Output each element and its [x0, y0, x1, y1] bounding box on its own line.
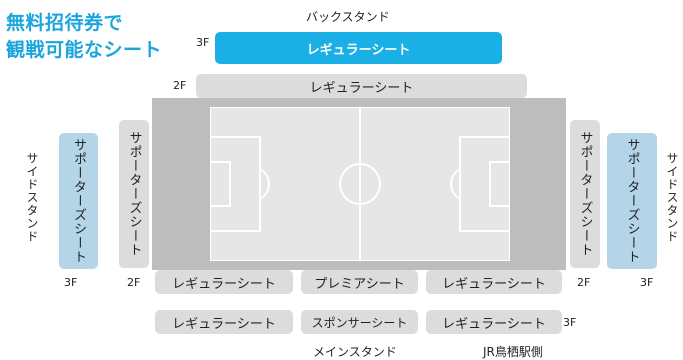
center-circle — [339, 163, 381, 205]
page-title: 無料招待券で 観戦可能なシート — [6, 10, 206, 64]
main-2f-regular-seat-left: レギュラーシート — [155, 270, 293, 294]
left-penalty-arc — [259, 168, 270, 200]
left-2f-supporters-seat-label: サポーターズシート — [126, 131, 142, 257]
left-2f-supporters-seat: サポーターズシート — [119, 120, 149, 268]
right-3f-supporters-seat-label: サポーターズシート — [624, 138, 640, 264]
main-3f-regular-seat-left: レギュラーシート — [155, 310, 293, 334]
title-line-1: 無料招待券で — [6, 12, 124, 34]
main-2f-premier-seat: プレミアシート — [301, 270, 418, 294]
main-2f-regular-seat-right: レギュラーシート — [426, 270, 562, 294]
station-side-label: JR鳥栖駅側 — [483, 345, 543, 359]
right-penalty-arc — [450, 168, 461, 200]
right-goal-area — [489, 161, 510, 207]
main-3f-regular-seat-right: レギュラーシート — [426, 310, 562, 334]
left-goal-area — [210, 161, 231, 207]
left-penalty-area — [210, 136, 261, 232]
back-3f-floor-label: 3F — [196, 36, 210, 49]
left-side-stand-label: サイドスタンド — [25, 152, 39, 243]
left-3f-supporters-seat-label: サポーターズシート — [71, 138, 86, 264]
right-2f-floor-label: 2F — [577, 276, 591, 289]
back-2f-floor-label: 2F — [173, 79, 187, 92]
right-2f-supporters-seat-label: サポーターズシート — [577, 131, 593, 257]
title-line-2: 観戦可能なシート — [6, 39, 163, 61]
back-2f-regular-seat: レギュラーシート — [196, 74, 527, 98]
left-3f-floor-label: 3F — [64, 276, 78, 289]
right-2f-supporters-seat: サポーターズシート — [570, 120, 600, 268]
right-side-stand-label: サイドスタンド — [665, 152, 679, 243]
back-3f-regular-seat: レギュラーシート — [215, 32, 502, 64]
soccer-pitch — [210, 107, 510, 261]
left-3f-supporters-seat: サポーターズシート — [59, 133, 98, 269]
right-3f-floor-label: 3F — [640, 276, 654, 289]
right-3f-supporters-seat: サポーターズシート — [607, 133, 657, 269]
back-stand-label: バックスタンド — [306, 10, 390, 24]
right-penalty-area — [459, 136, 510, 232]
main-3f-sponsor-seat: スポンサーシート — [301, 310, 418, 334]
left-2f-floor-label: 2F — [127, 276, 141, 289]
main-stand-label: メインスタンド — [313, 345, 397, 359]
main-3f-floor-label: 3F — [563, 316, 577, 329]
